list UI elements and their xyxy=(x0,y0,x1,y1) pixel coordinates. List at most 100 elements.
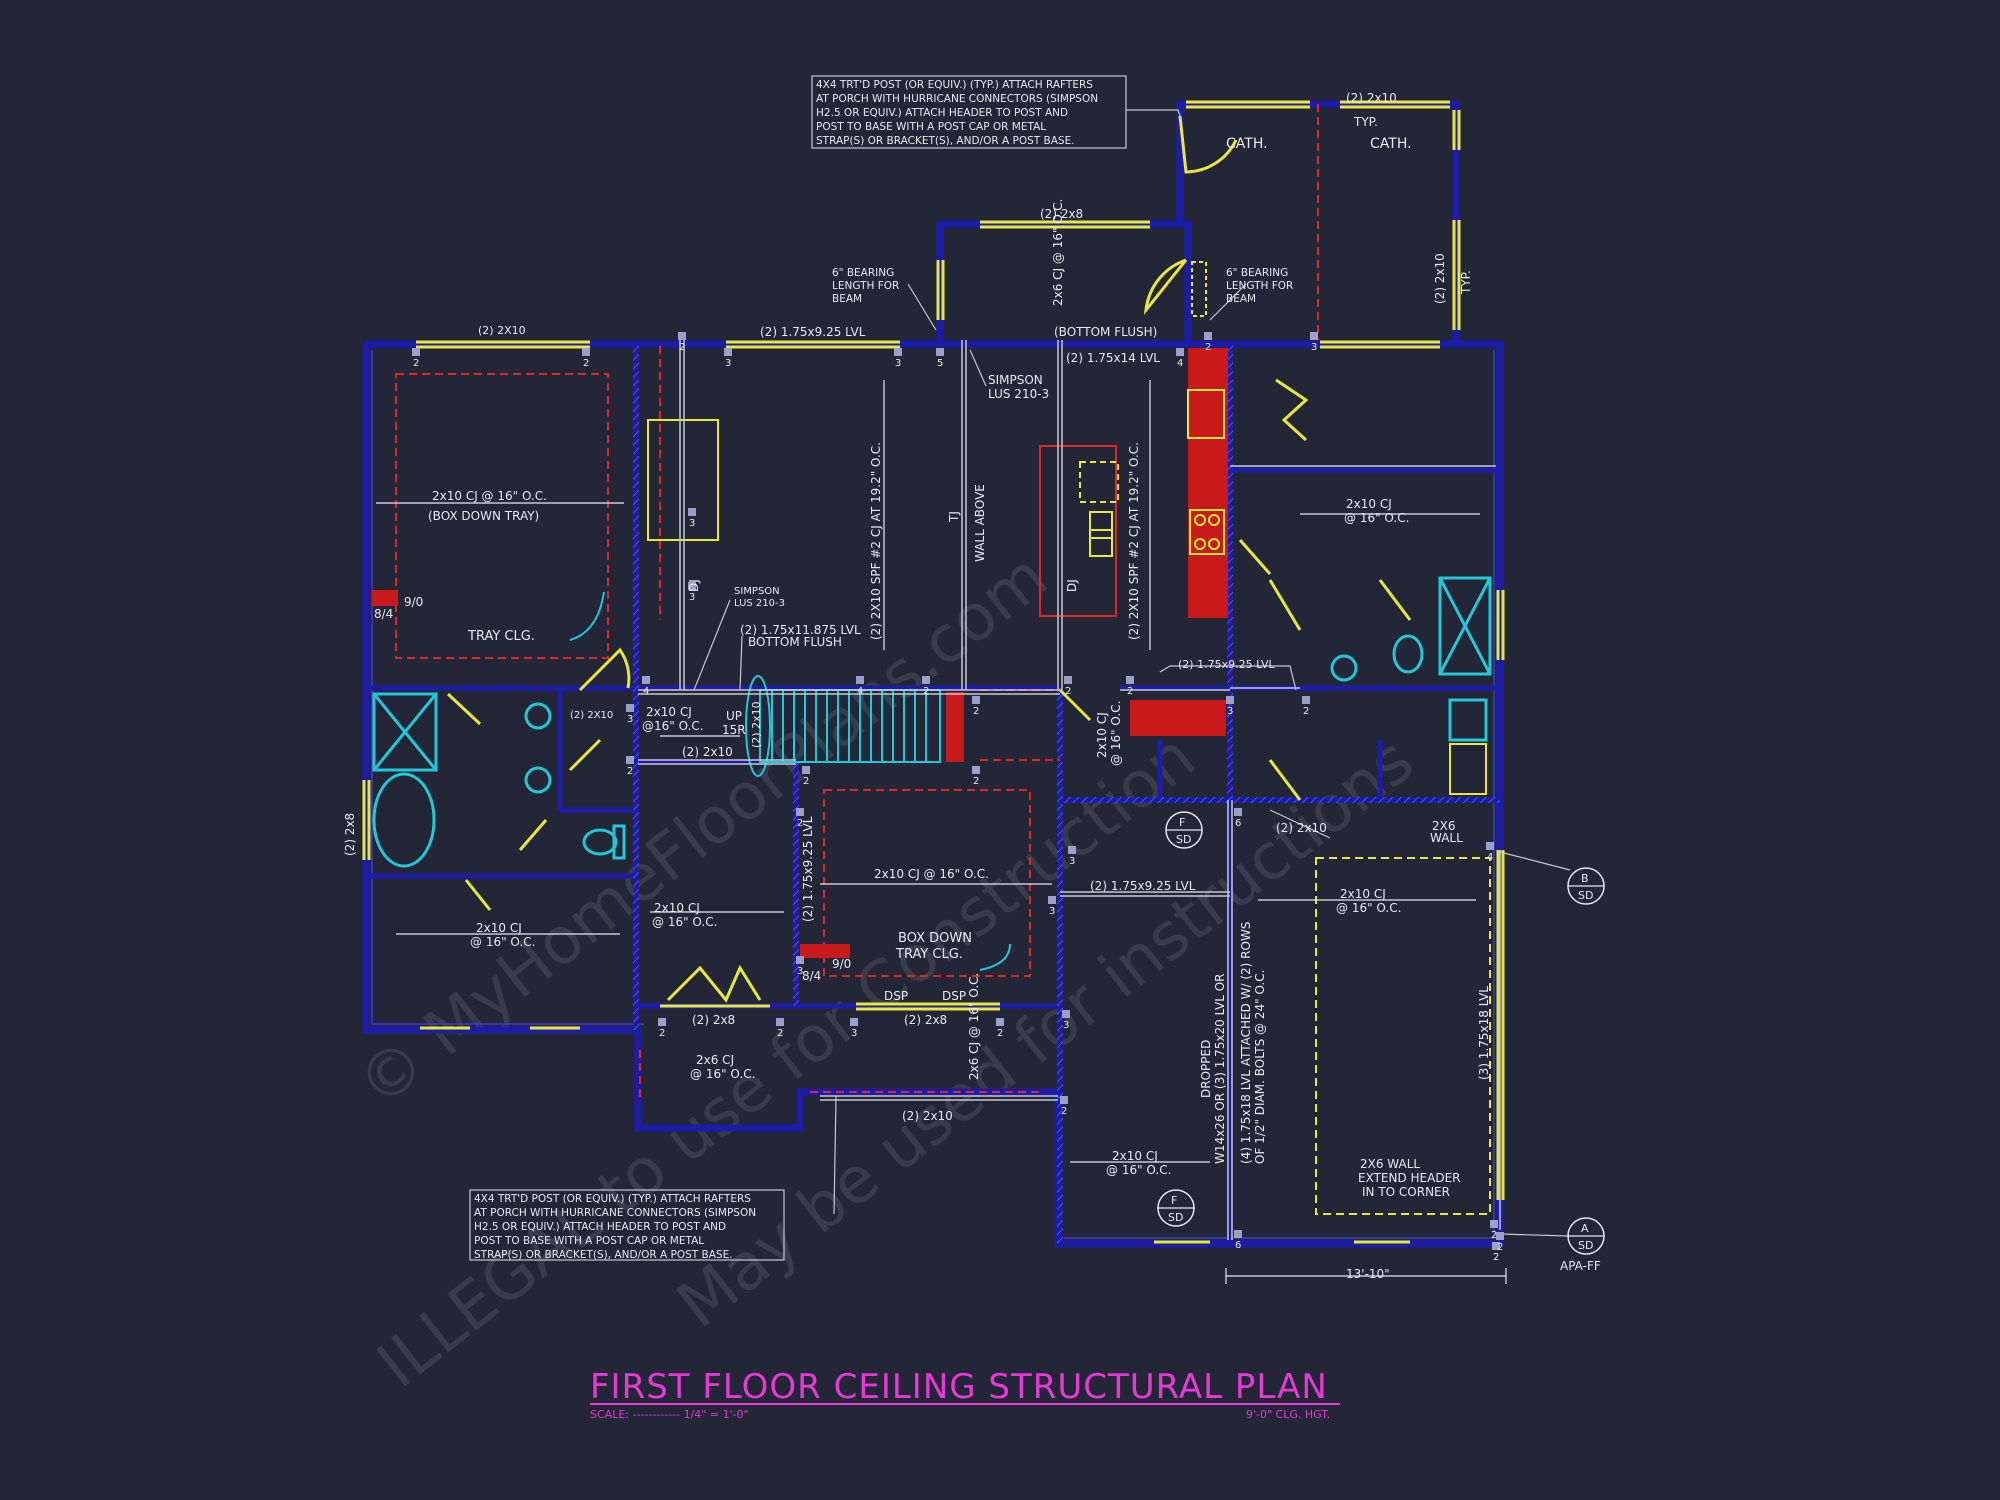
bearing-node-number: 4 xyxy=(857,686,863,697)
label-lvl-175-925-mid: (2) 1.75x9.25 LVL xyxy=(1178,658,1276,671)
dropped-2: W14x26 OR (3) 1.75x20 LVL OR xyxy=(1213,974,1227,1165)
label-cj-dining: 2x10 CJ @ 16" O.C. xyxy=(874,867,989,881)
label-cj-lower-b: @ 16" O.C. xyxy=(1106,1163,1171,1177)
bearing-node-number: 3 xyxy=(689,518,695,529)
bearing-node-number: 3 xyxy=(895,358,901,369)
lvl-bottom-flush-2: BOTTOM FLUSH xyxy=(748,635,842,649)
label-hdr-2x8-bottom-2: (2) 2x8 xyxy=(904,1013,947,1027)
span-arrows xyxy=(376,380,1507,1284)
bearing-node-number: 2 xyxy=(583,358,589,369)
section-b-sheet: SD xyxy=(1578,889,1593,902)
bearing-node-number: 6 xyxy=(1235,818,1241,829)
note-porch-top-4: POST TO BASE WITH A POST CAP OR METAL xyxy=(816,121,1046,133)
section-marker-f-bottom: F SD xyxy=(1157,1189,1195,1227)
note-porch-top: 4X4 TRT'D POST (OR EQUIV.) (TYP.) ATTACH… xyxy=(811,75,1127,149)
bearing-node xyxy=(1234,1230,1242,1238)
bearing-node xyxy=(1226,696,1234,704)
kitchen-island xyxy=(1039,445,1117,617)
label-lvl-175-925-vert: (2) 1.75x9.25 LVL xyxy=(801,816,815,922)
bearing-node-number: 3 xyxy=(725,358,731,369)
label-wall-2x6b: WALL xyxy=(1430,831,1463,845)
bearing-right-3: BEAM xyxy=(1226,293,1256,305)
label-cath-1: CATH. xyxy=(1226,136,1268,152)
bearing-node xyxy=(724,348,732,356)
plan-ceiling-height: 9'-0" CLG. HGT. xyxy=(1246,1408,1330,1421)
label-dim-13-10: 13'-10" xyxy=(1346,1267,1390,1281)
bearing-node xyxy=(658,1018,666,1026)
stair-up: UP xyxy=(726,709,742,723)
bearing-node-number: 2 xyxy=(923,686,929,697)
label-tj: TJ xyxy=(947,511,961,523)
bearing-node xyxy=(856,676,864,684)
bearing-node-number: 2 xyxy=(1497,1242,1503,1253)
tub xyxy=(372,772,436,868)
shower-right xyxy=(1438,576,1492,676)
label-hdr-2x10-side: (2) 2x10 xyxy=(1433,253,1447,304)
label-cath-2: CATH. xyxy=(1370,136,1412,152)
leaders xyxy=(569,109,1571,1237)
bearing-node xyxy=(688,508,696,516)
label-hdr-2x10-small: (2) 2X10 xyxy=(570,710,613,721)
bearing-node xyxy=(1310,332,1318,340)
bearing-node-number: 2 xyxy=(777,1028,783,1039)
label-hdr-2x10-top: (2) 2x10 xyxy=(1346,91,1397,105)
bearing-node xyxy=(972,696,980,704)
note-porch-bottom-2: AT PORCH WITH HURRICANE CONNECTORS (SIMP… xyxy=(474,1207,756,1219)
shower-left xyxy=(372,692,438,772)
bearing-node-number: 3 xyxy=(1311,342,1317,353)
bearing-node xyxy=(1234,808,1242,816)
note-porch-bottom-4: POST TO BASE WITH A POST CAP OR METAL xyxy=(474,1235,704,1247)
label-cj-hall-a: 2x10 CJ xyxy=(646,705,692,719)
garage-wall-2: EXTEND HEADER xyxy=(1358,1171,1461,1185)
label-wall-2x6: 2X6 xyxy=(1432,819,1456,833)
section-a-sheet: SD xyxy=(1578,1239,1593,1252)
label-cj-garage-a: 2x10 CJ xyxy=(1340,887,1386,901)
label-apa-ff: APA-FF xyxy=(1560,1259,1601,1273)
dropped-1: DROPPED xyxy=(1199,1040,1213,1098)
bearing-node xyxy=(1064,676,1072,684)
bearing-node xyxy=(796,956,804,964)
garage-wall-3: IN TO CORNER xyxy=(1362,1185,1450,1199)
bearing-node xyxy=(1048,896,1056,904)
label-eight-four-1: 8/4 xyxy=(374,607,393,621)
bearing-node-number: 3 xyxy=(797,966,803,977)
bearing-node xyxy=(626,704,634,712)
label-dsp-1: DSP xyxy=(884,989,908,1003)
bearing-node xyxy=(972,766,980,774)
bearing-node-number: 2 xyxy=(413,358,419,369)
bearing-node-number: 6 xyxy=(1235,1240,1241,1251)
box-down-1: BOX DOWN xyxy=(898,931,972,946)
bearing-node-number: 2 xyxy=(803,776,809,787)
plan-title: FIRST FLOOR CEILING STRUCTURAL PLAN xyxy=(590,1367,1328,1407)
label-hdr-2x10-stair: (2) 2x10 xyxy=(750,701,763,748)
bearing-node-number: 2 xyxy=(973,776,979,787)
note-porch-top-2: AT PORCH WITH HURRICANE CONNECTORS (SIMP… xyxy=(816,93,1098,105)
windows xyxy=(362,100,1505,1244)
bearing-node-number: 3 xyxy=(1069,856,1075,867)
label-cj-br1: 2x10 CJ xyxy=(1346,497,1392,511)
note-porch-top-3: H2.5 OR EQUIV.) ATTACH HEADER TO POST AN… xyxy=(816,107,1068,119)
bearing-node xyxy=(642,676,650,684)
label-lvl-175-18: (3) 1.75x18 LVL xyxy=(1477,986,1491,1080)
bearing-node xyxy=(850,1018,858,1026)
bearing-node xyxy=(796,808,804,816)
simpson-mid-2: LUS 210-3 xyxy=(734,598,785,609)
label-nine-zero-2: 9/0 xyxy=(832,957,851,971)
bearing-node xyxy=(894,348,902,356)
appliances xyxy=(647,261,1491,1215)
label-cj-2x6-top: 2x6 CJ @ 16" O.C. xyxy=(1051,199,1065,306)
bearing-node-number: 3 xyxy=(1049,906,1055,917)
label-cj-porch-b: @ 16" O.C. xyxy=(690,1067,755,1081)
section-marker-f-top: F SD xyxy=(1165,811,1203,849)
label-hdr-2x10-hall: (2) 2x10 xyxy=(682,745,733,759)
bearing-node-number: 4 xyxy=(643,686,649,697)
note-porch-bottom: 4X4 TRT'D POST (OR EQUIV.) (TYP.) ATTACH… xyxy=(469,1189,785,1261)
bearing-node xyxy=(1302,696,1310,704)
kitchen-counter xyxy=(946,348,1228,762)
label-cj-bath-a: 2x10 CJ xyxy=(476,921,522,935)
label-dsp-2: DSP xyxy=(942,989,966,1003)
bearing-node-number: 4 xyxy=(1177,358,1183,369)
simpson-mid-1: SIMPSON xyxy=(734,586,780,597)
bearing-node xyxy=(936,348,944,356)
